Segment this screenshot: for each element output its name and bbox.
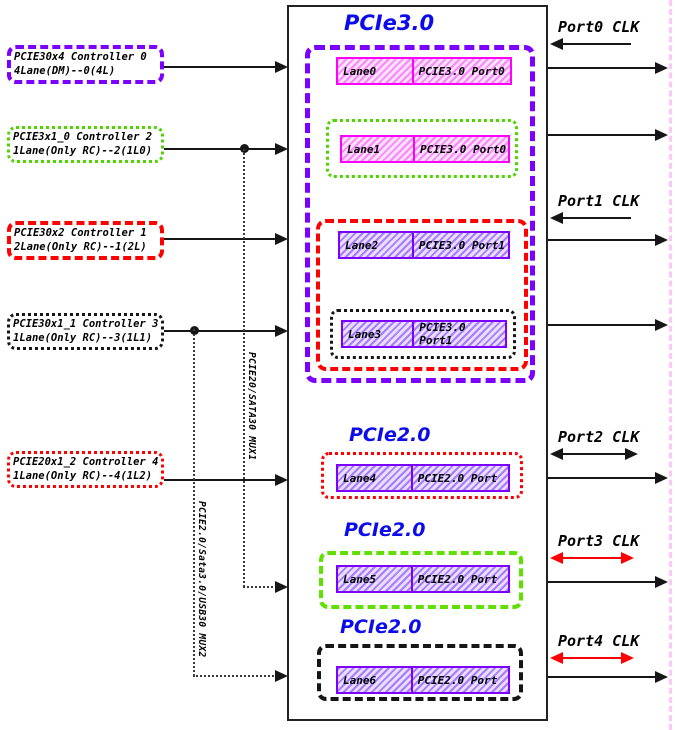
lane-name: Lane6: [338, 668, 413, 692]
controller-label-line1: PCIE30x1_1 Controller 3: [13, 318, 159, 330]
lane0-output-line: [548, 67, 656, 69]
junction-dot-icon: [240, 144, 249, 153]
lane-row-lane5: Lane5 PCIE2.0 Port: [336, 565, 510, 593]
controller-box-pcie20x1-2: PCIE20x1_2 Controller 4 1Lane(Only RC)--…: [7, 451, 164, 488]
controller-label-line1: PCIE20x1_2 Controller 4: [13, 456, 159, 468]
arrowhead-right-icon: [625, 448, 638, 460]
lane-name: Lane3: [343, 322, 415, 346]
lane4-output-line: [548, 477, 656, 479]
arrowhead-right-icon: [655, 319, 668, 331]
mux1-label: PCIE20/SATA30 MUX1: [246, 352, 257, 461]
arrowhead-right-icon: [655, 234, 668, 246]
arrowhead-right-icon: [275, 670, 288, 682]
port1-clk-label: Port1 CLK: [558, 192, 640, 210]
arrowhead-right-icon: [275, 143, 288, 155]
controller-label-line1: PCIE30x2 Controller 1: [14, 227, 147, 239]
arrowhead-right-icon: [275, 233, 288, 245]
arrowhead-right-icon: [275, 581, 288, 593]
lane-port: PCIE2.0 Port: [417, 471, 498, 485]
port3-clk-label: Port3 CLK: [558, 532, 640, 550]
lane-name: Lane4: [338, 466, 413, 490]
arrowhead-left-icon: [550, 652, 563, 664]
lane-port: PCIE3.0 Port0: [418, 64, 505, 78]
lane-row-lane0: Lane0 PCIE3.0 Port0: [336, 57, 512, 85]
lane-port: PCIE3.0 Port1: [418, 238, 505, 252]
arrowhead-right-icon: [621, 552, 634, 564]
arrowhead-right-icon: [275, 474, 288, 486]
controller-label-line2: 1Lane(Only RC)--2(1L0): [13, 144, 153, 157]
mux2-label: PCIE2.0/Sata3.0/USB30 MUX2: [196, 501, 207, 658]
controller-box-pcie30x1-1: PCIE30x1_1 Controller 3 1Lane(Only RC)--…: [7, 313, 164, 350]
pcie3-section-title: PCIe3.0: [344, 11, 435, 35]
controller-box-pcie30x2: PCIE30x2 Controller 1 2Lane(Only RC)--1(…: [7, 221, 164, 260]
arrowhead-right-icon: [655, 129, 668, 141]
controller-label-line2: 2Lane(Only RC)--1(2L): [14, 240, 147, 253]
pcie2-section-title-3: PCIe2.0: [340, 616, 422, 638]
lane6-output-line: [548, 676, 656, 678]
mux1-vertical-route: [243, 149, 245, 587]
port0-clk-line: [561, 43, 631, 45]
controller-label-line1: PCIE30x4 Controller 0: [14, 51, 147, 63]
arrowhead-left-icon: [550, 212, 563, 224]
lane1-output-line: [548, 134, 656, 136]
port4-clk-line: [561, 657, 623, 659]
controller-box-pcie3x1-0: PCIE3x1_0 Controller 2 1Lane(Only RC)--2…: [7, 126, 164, 163]
controller-label-line1: PCIE3x1_0 Controller 2: [13, 131, 153, 143]
connector-line-ctrl1: [164, 238, 277, 240]
arrowhead-right-icon: [655, 671, 668, 683]
controller-label-line2: 1Lane(Only RC)--3(1L1): [13, 331, 153, 344]
arrowhead-right-icon: [275, 325, 288, 337]
lane-row-lane1: Lane1 PCIE3.0 Port0: [340, 135, 510, 163]
arrowhead-right-icon: [275, 61, 288, 73]
mux2-vertical-route: [193, 329, 195, 676]
lane-row-lane3: Lane3 PCIE3.0 Port1: [341, 320, 507, 348]
lane-name: Lane2: [340, 233, 414, 257]
arrowhead-right-icon: [655, 472, 668, 484]
lane-port: PCIE3.0 Port0: [420, 142, 507, 156]
lane5-output-line: [548, 581, 656, 583]
lane3-output-line: [548, 324, 656, 326]
lane2-output-line: [548, 239, 656, 241]
port2-clk-line: [561, 453, 627, 455]
page-edge-dashed-line: [669, 0, 672, 730]
connector-line-ctrl4: [164, 479, 277, 481]
lane-row-lane6: Lane6 PCIE2.0 Port: [336, 666, 510, 694]
arrowhead-right-icon: [621, 652, 634, 664]
lane-name: Lane1: [342, 137, 416, 161]
connector-line-ctrl3: [164, 330, 277, 332]
arrowhead-right-icon: [655, 576, 668, 588]
lane-port: PCIE2.0 Port: [417, 572, 498, 586]
arrowhead-left-icon: [550, 448, 563, 460]
connector-line-ctrl0: [164, 66, 277, 68]
lane-port: PCIE3.0 Port1: [419, 321, 466, 347]
arrowhead-left-icon: [550, 38, 563, 50]
port1-clk-line: [561, 217, 631, 219]
mux1-horizontal-route: [243, 586, 277, 588]
controller-label-line2: 4Lane(DM)--0(4L): [14, 64, 116, 77]
lane-name: Lane0: [338, 59, 414, 83]
port4-clk-label: Port4 CLK: [558, 632, 640, 650]
lane-port: PCIE2.0 Port: [417, 673, 498, 687]
controller-label-line2: 1Lane(Only RC)--4(1L2): [13, 469, 153, 482]
pcie2-section-title-1: PCIe2.0: [349, 424, 431, 446]
lane-row-lane2: Lane2 PCIE3.0 Port1: [338, 231, 510, 259]
arrowhead-left-icon: [550, 552, 563, 564]
connector-line-ctrl2: [164, 148, 277, 150]
mux2-horizontal-route: [193, 675, 277, 677]
port2-clk-label: Port2 CLK: [558, 428, 640, 446]
controller-box-pcie30x4: PCIE30x4 Controller 0 4Lane(DM)--0(4L): [7, 45, 164, 84]
lane-name: Lane5: [338, 567, 413, 591]
pcie2-section-title-2: PCIe2.0: [344, 519, 426, 541]
port0-clk-label: Port0 CLK: [558, 18, 640, 36]
arrowhead-right-icon: [655, 62, 668, 74]
port3-clk-line: [561, 557, 623, 559]
lane-row-lane4: Lane4 PCIE2.0 Port: [336, 464, 510, 492]
